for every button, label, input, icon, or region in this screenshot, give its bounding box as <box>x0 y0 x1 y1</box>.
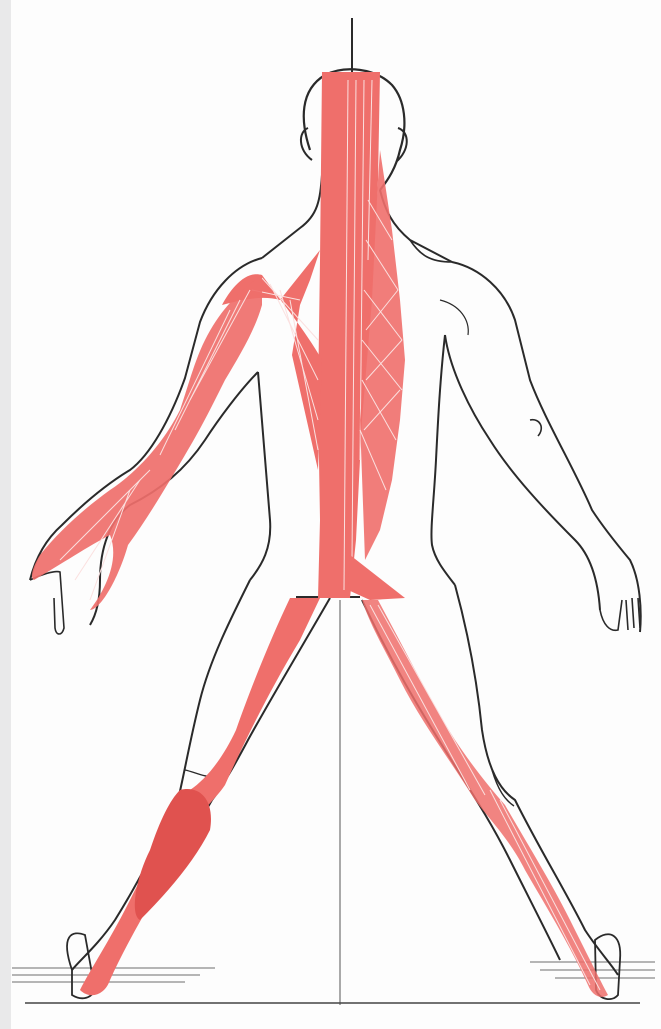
left-calf-muscle <box>135 789 211 920</box>
right-leg-muscle-chain <box>362 600 608 997</box>
right-elbow-mark <box>530 420 541 436</box>
right-hand-outline <box>600 598 640 630</box>
torso-left-side <box>250 372 270 580</box>
torso-right-side <box>431 335 455 585</box>
left-hand-outline <box>30 572 64 634</box>
scapula-right <box>440 300 468 335</box>
sacral-fan-muscle <box>348 555 405 600</box>
right-arm-outline-outer <box>452 262 641 632</box>
right-arm-outline-inner <box>445 335 600 610</box>
left-shoulder-muscle <box>222 250 322 470</box>
neck-left <box>262 175 322 258</box>
left-arm-striations <box>60 290 250 600</box>
